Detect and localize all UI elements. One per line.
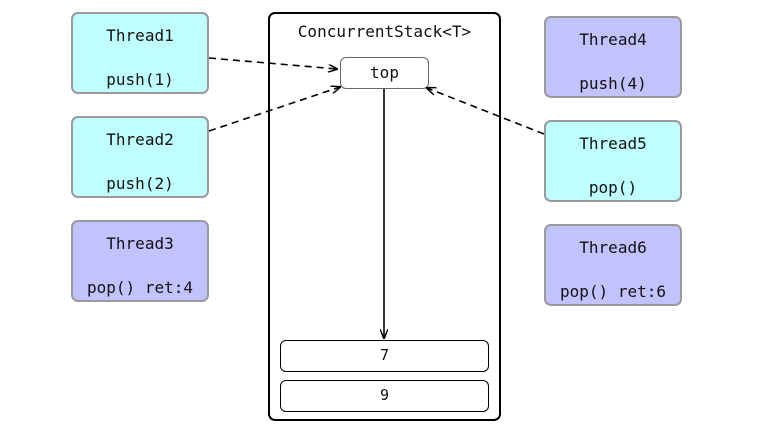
thread1-box: Thread1 push(1) xyxy=(71,12,209,94)
stack-node-1: 7 xyxy=(280,340,489,372)
thread-operation: pop() xyxy=(588,178,638,197)
thread-name: Thread2 xyxy=(106,130,174,149)
thread-name: Thread1 xyxy=(106,26,174,45)
thread3-box: Thread3 pop() ret:4 xyxy=(71,220,209,302)
thread-operation: pop() ret:4 xyxy=(87,278,193,297)
thread2-box: Thread2 push(2) xyxy=(71,116,209,198)
thread-operation: pop() ret:6 xyxy=(560,282,666,301)
stack-title: ConcurrentStack<T> xyxy=(297,22,472,41)
top-pointer-box: top xyxy=(340,57,429,89)
thread-name: Thread6 xyxy=(579,238,647,257)
thread4-box: Thread4 push(4) xyxy=(544,16,682,98)
thread-name: Thread5 xyxy=(579,134,647,153)
thread-operation: push(4) xyxy=(579,74,647,93)
thread-name: Thread4 xyxy=(579,30,647,49)
thread-operation: push(2) xyxy=(106,174,174,193)
thread-operation: push(1) xyxy=(106,70,174,89)
thread-name: Thread3 xyxy=(106,234,174,253)
thread5-box: Thread5 pop() xyxy=(544,120,682,202)
stack-node-2: 9 xyxy=(280,380,489,412)
thread6-box: Thread6 pop() ret:6 xyxy=(544,224,682,306)
